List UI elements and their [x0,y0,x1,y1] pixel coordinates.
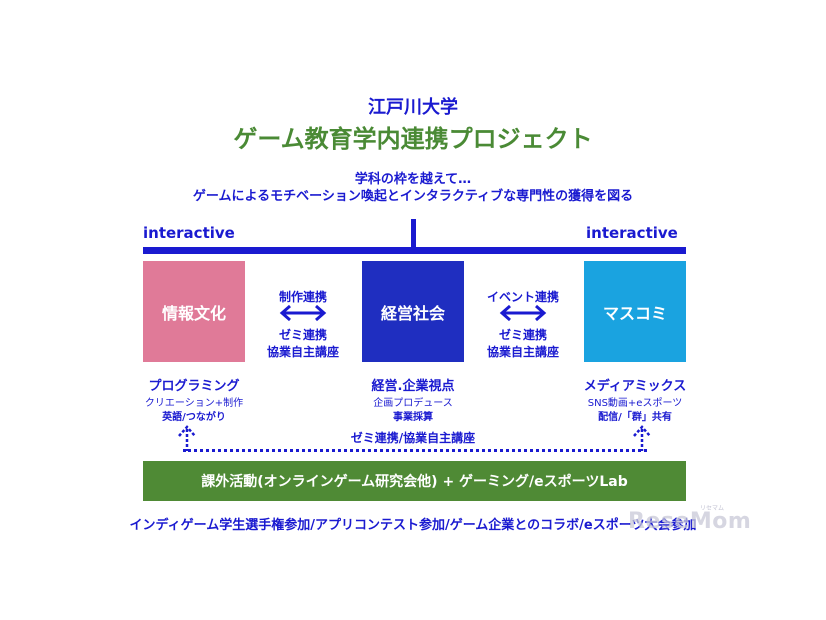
footer-activities: インディゲーム学生選手権参加/アプリコンテスト参加/ゲーム企業とのコラボ/eスポ… [129,518,697,533]
box-masukomi: マスコミ [584,261,686,362]
project-title: ゲーム教育学内連携プロジェクト [233,125,593,153]
double-arrow-icon [279,304,327,322]
caption1-sub2: 英語/つながり [162,412,226,423]
caption2-main: 経営.企業視点 [371,379,455,394]
link2-bottom-label1: ゼミ連携 [498,328,547,342]
dotted-up-arrow-icon [633,425,651,451]
link1-bottom-label1: ゼミ連携 [278,328,327,342]
caption2-sub2: 事業採算 [393,412,433,423]
subtitle-line1: 学科の枠を越えて… [354,172,472,187]
connector-vertical [411,219,416,249]
caption3-sub1: SNS動画+eスポーツ [587,398,683,409]
watermark-logo: ReseMom [628,509,752,534]
box-joho-bunka: 情報文化 [143,261,245,362]
connector-horizontal [143,247,686,254]
caption1-main: プログラミング [148,379,240,394]
box-keiei-shakai: 経営社会 [362,261,464,362]
watermark-kana: リセマム [700,505,725,512]
interactive-label-left: interactive [143,224,235,242]
double-arrow-icon [499,304,547,322]
extracurricular-bar: 課外活動(オンラインゲーム研究会他) + ゲーミング/eスポーツLab [143,461,686,501]
subtitle-line2: ゲームによるモチベーション喚起とインタラクティブな専門性の獲得を図る [192,189,634,204]
link2-top-label: イベント連携 [486,290,559,304]
caption3-main: メディアミックス [583,379,687,394]
dotted-connector-line [183,449,647,452]
link2-bottom-label2: 協業自主講座 [486,345,559,359]
caption1-sub1: クリエーション+制作 [144,398,244,409]
university-name: 江戸川大学 [368,97,458,118]
dotted-up-arrow-icon [178,425,196,451]
link1-bottom-label2: 協業自主講座 [266,345,339,359]
link1-top-label: 制作連携 [278,290,327,304]
caption2-sub1: 企画プロデュース [373,398,453,409]
caption3-sub2: 配信/「群」共有 [598,412,672,423]
interactive-label-right: interactive [586,224,678,242]
dotted-connector-label: ゼミ連携/協業自主講座 [313,429,513,446]
